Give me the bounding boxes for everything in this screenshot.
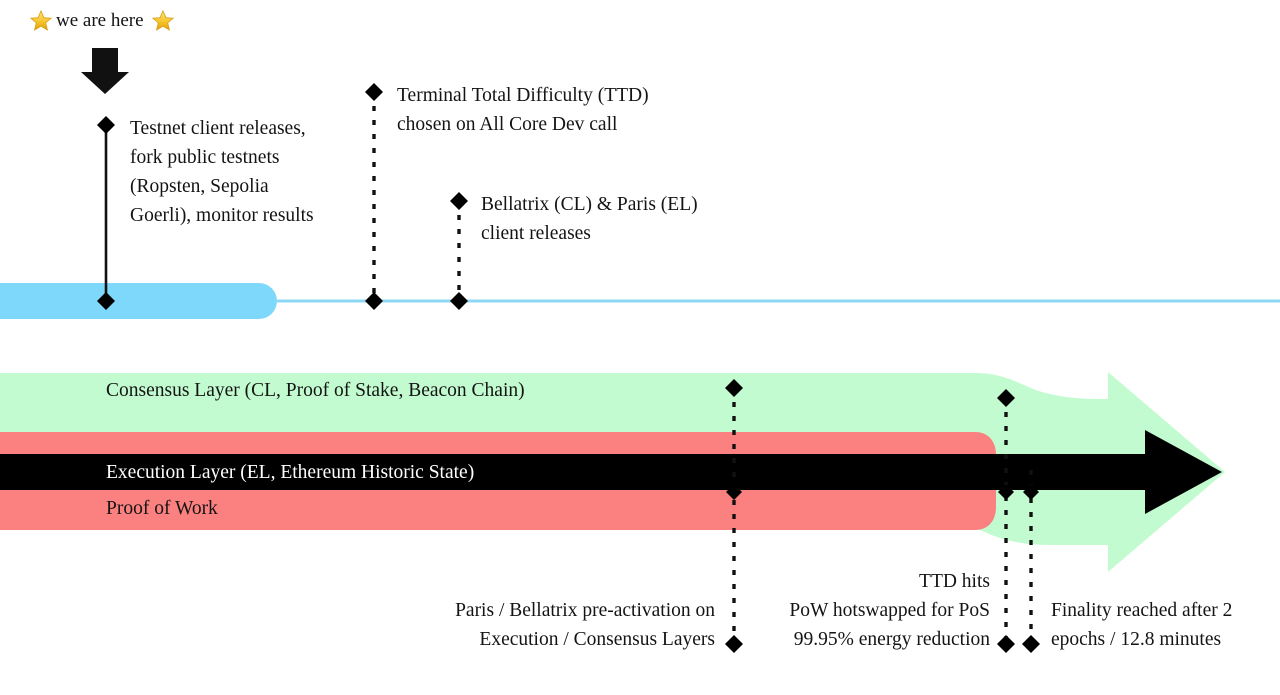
we-are-here-label: we are here (56, 10, 144, 31)
band-label-consensus-layer: Consensus Layer (CL, Proof of Stake, Bea… (106, 380, 525, 401)
event-label-ttd-hits: TTD hits PoW hotswapped for PoS 99.95% e… (789, 571, 990, 650)
marker-ttd-hits-label[interactable] (997, 635, 1015, 653)
down-arrow-icon (81, 48, 129, 94)
marker-terminal-total-difficulty[interactable] (365, 83, 383, 101)
star-icon-right (151, 9, 175, 31)
marker-bellatrix-paris[interactable] (450, 192, 468, 210)
marker-finality-label[interactable] (1022, 635, 1040, 653)
star-icon-left (29, 9, 53, 31)
band-label-execution-layer: Execution Layer (EL, Ethereum Historic S… (106, 462, 475, 483)
marker-testnet-releases[interactable] (97, 116, 115, 134)
event-label-terminal-total-difficulty: Terminal Total Difficulty (TTD) chosen o… (397, 85, 649, 135)
event-label-finality-reached: Finality reached after 2 epochs / 12.8 m… (1051, 600, 1233, 650)
band-label-proof-of-work: Proof of Work (106, 498, 218, 519)
blue-progress-bar (0, 283, 277, 319)
event-label-paris-bellatrix-pre-activation: Paris / Bellatrix pre-activation on Exec… (455, 600, 715, 650)
marker-terminal-total-difficulty-timeline[interactable] (365, 292, 383, 310)
event-label-bellatrix-paris: Bellatrix (CL) & Paris (EL) client relea… (481, 194, 698, 244)
marker-bellatrix-paris-timeline[interactable] (450, 292, 468, 310)
event-label-testnet-releases: Testnet client releases, fork public tes… (130, 118, 314, 226)
execution-layer-arrow (0, 430, 1222, 514)
